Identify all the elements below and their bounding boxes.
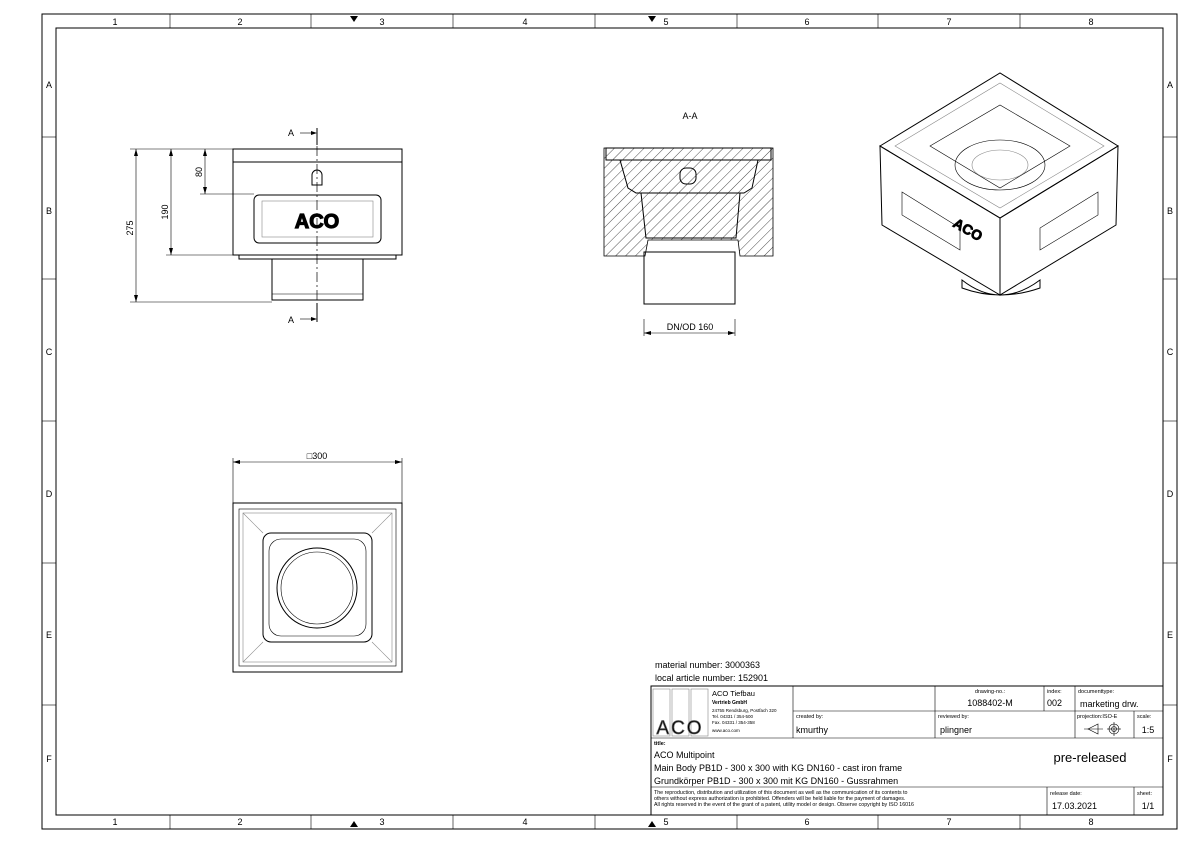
top-view: □300 [232, 451, 403, 673]
title-line-2: Main Body PB1D - 300 x 300 with KG DN160… [654, 763, 902, 773]
column-label: 1 [112, 817, 117, 827]
sheet-label: sheet: [1137, 791, 1152, 797]
row-label: B [1167, 206, 1173, 216]
company-tel: Tel. 04331 / 354-500 [712, 714, 754, 719]
release-date-label: release date: [1050, 791, 1082, 797]
index-value: 002 [1047, 698, 1062, 708]
column-label: 6 [804, 817, 809, 827]
status-text: pre-released [1054, 750, 1127, 765]
company-name: ACO Tiefbau [712, 689, 755, 698]
created-by: kmurthy [796, 725, 829, 735]
local-article-number: local article number: 152901 [655, 673, 768, 683]
scale-value: 1:5 [1142, 725, 1155, 735]
row-label: F [46, 754, 52, 764]
row-label: D [1167, 489, 1174, 499]
row-label: E [1167, 630, 1173, 640]
row-label: F [1167, 754, 1173, 764]
reviewed-by: plingner [940, 725, 972, 735]
title-label: title: [654, 741, 666, 747]
title-line-3: Grundkörper PB1D - 300 x 300 mit KG DN16… [654, 776, 898, 786]
front-view: ACO A A 275 190 80 [125, 128, 403, 325]
index-label: index: [1047, 689, 1062, 695]
column-label: 2 [237, 817, 242, 827]
column-label: 5 [663, 17, 668, 27]
column-label: 5 [663, 817, 668, 827]
aco-logo-iso: ACO [951, 215, 986, 244]
row-label: C [46, 347, 53, 357]
row-label: D [46, 489, 53, 499]
drawing-no: 1088402-M [967, 698, 1013, 708]
row-label: C [1167, 347, 1174, 357]
dimension-80: 80 [194, 167, 204, 177]
svg-text:ACO: ACO [656, 718, 703, 739]
dimension-275: 275 [125, 220, 135, 235]
reviewed-by-label: reviewed by: [938, 714, 969, 720]
projection-label: projection:ISO-E [1077, 714, 1118, 720]
column-label: 2 [237, 17, 242, 27]
row-label: A [46, 80, 52, 90]
company-address: 24755 Rendsburg, Postfach 320 [712, 708, 777, 713]
column-label: 4 [522, 17, 527, 27]
sheet-value: 1/1 [1142, 801, 1155, 811]
material-number: material number: 3000363 [655, 660, 760, 670]
scale-label: scale: [1137, 714, 1152, 720]
dimension-300: □300 [307, 451, 327, 461]
section-title: A-A [682, 111, 697, 121]
projection-symbol-icon [1084, 722, 1121, 736]
row-label: B [46, 206, 52, 216]
column-label: 6 [804, 17, 809, 27]
row-label: A [1167, 80, 1173, 90]
column-label: 4 [522, 817, 527, 827]
release-date: 17.03.2021 [1052, 801, 1097, 811]
row-label: E [46, 630, 52, 640]
doctype-value: marketing drw. [1080, 699, 1139, 709]
column-label: 8 [1088, 17, 1093, 27]
section-view-a-a: A-A DN/OD 160 [603, 111, 774, 336]
column-label: 3 [379, 17, 384, 27]
company-web: www.aco.com [712, 728, 740, 733]
column-label: 7 [946, 817, 951, 827]
title-block: ACO ACO Tiefbau Vertrieb GmbH 24755 Rend… [650, 685, 1164, 816]
doctype-label: documenttype: [1078, 689, 1115, 695]
dimension-190: 190 [160, 204, 170, 219]
company-fax: Fax. 04331 / 354-358 [712, 720, 755, 725]
column-label: 1 [112, 17, 117, 27]
section-marker-bottom: A [288, 315, 294, 325]
isometric-view: ACO [879, 72, 1119, 296]
created-by-label: created by: [796, 714, 824, 720]
column-label: 8 [1088, 817, 1093, 827]
column-label: 3 [379, 817, 384, 827]
drawing-frame: 1 2 3 4 5 6 7 8 1 2 3 4 5 6 7 8 A B C D … [41, 13, 1178, 830]
company-sub: Vertrieb GmbH [712, 700, 747, 706]
copyright-line-1: The reproduction, distribution and utili… [654, 790, 908, 796]
drawing-no-label: drawing-no.: [975, 689, 1006, 695]
aco-company-logo: ACO [652, 688, 709, 739]
section-marker-top: A [288, 128, 294, 138]
column-label: 7 [946, 17, 951, 27]
dimension-pipe: DN/OD 160 [667, 322, 714, 332]
copyright-line-3: All rights reserved in the event of the … [654, 802, 914, 808]
copyright-line-2: others without express authorization is … [654, 796, 905, 802]
title-line-1: ACO Multipoint [654, 750, 715, 760]
